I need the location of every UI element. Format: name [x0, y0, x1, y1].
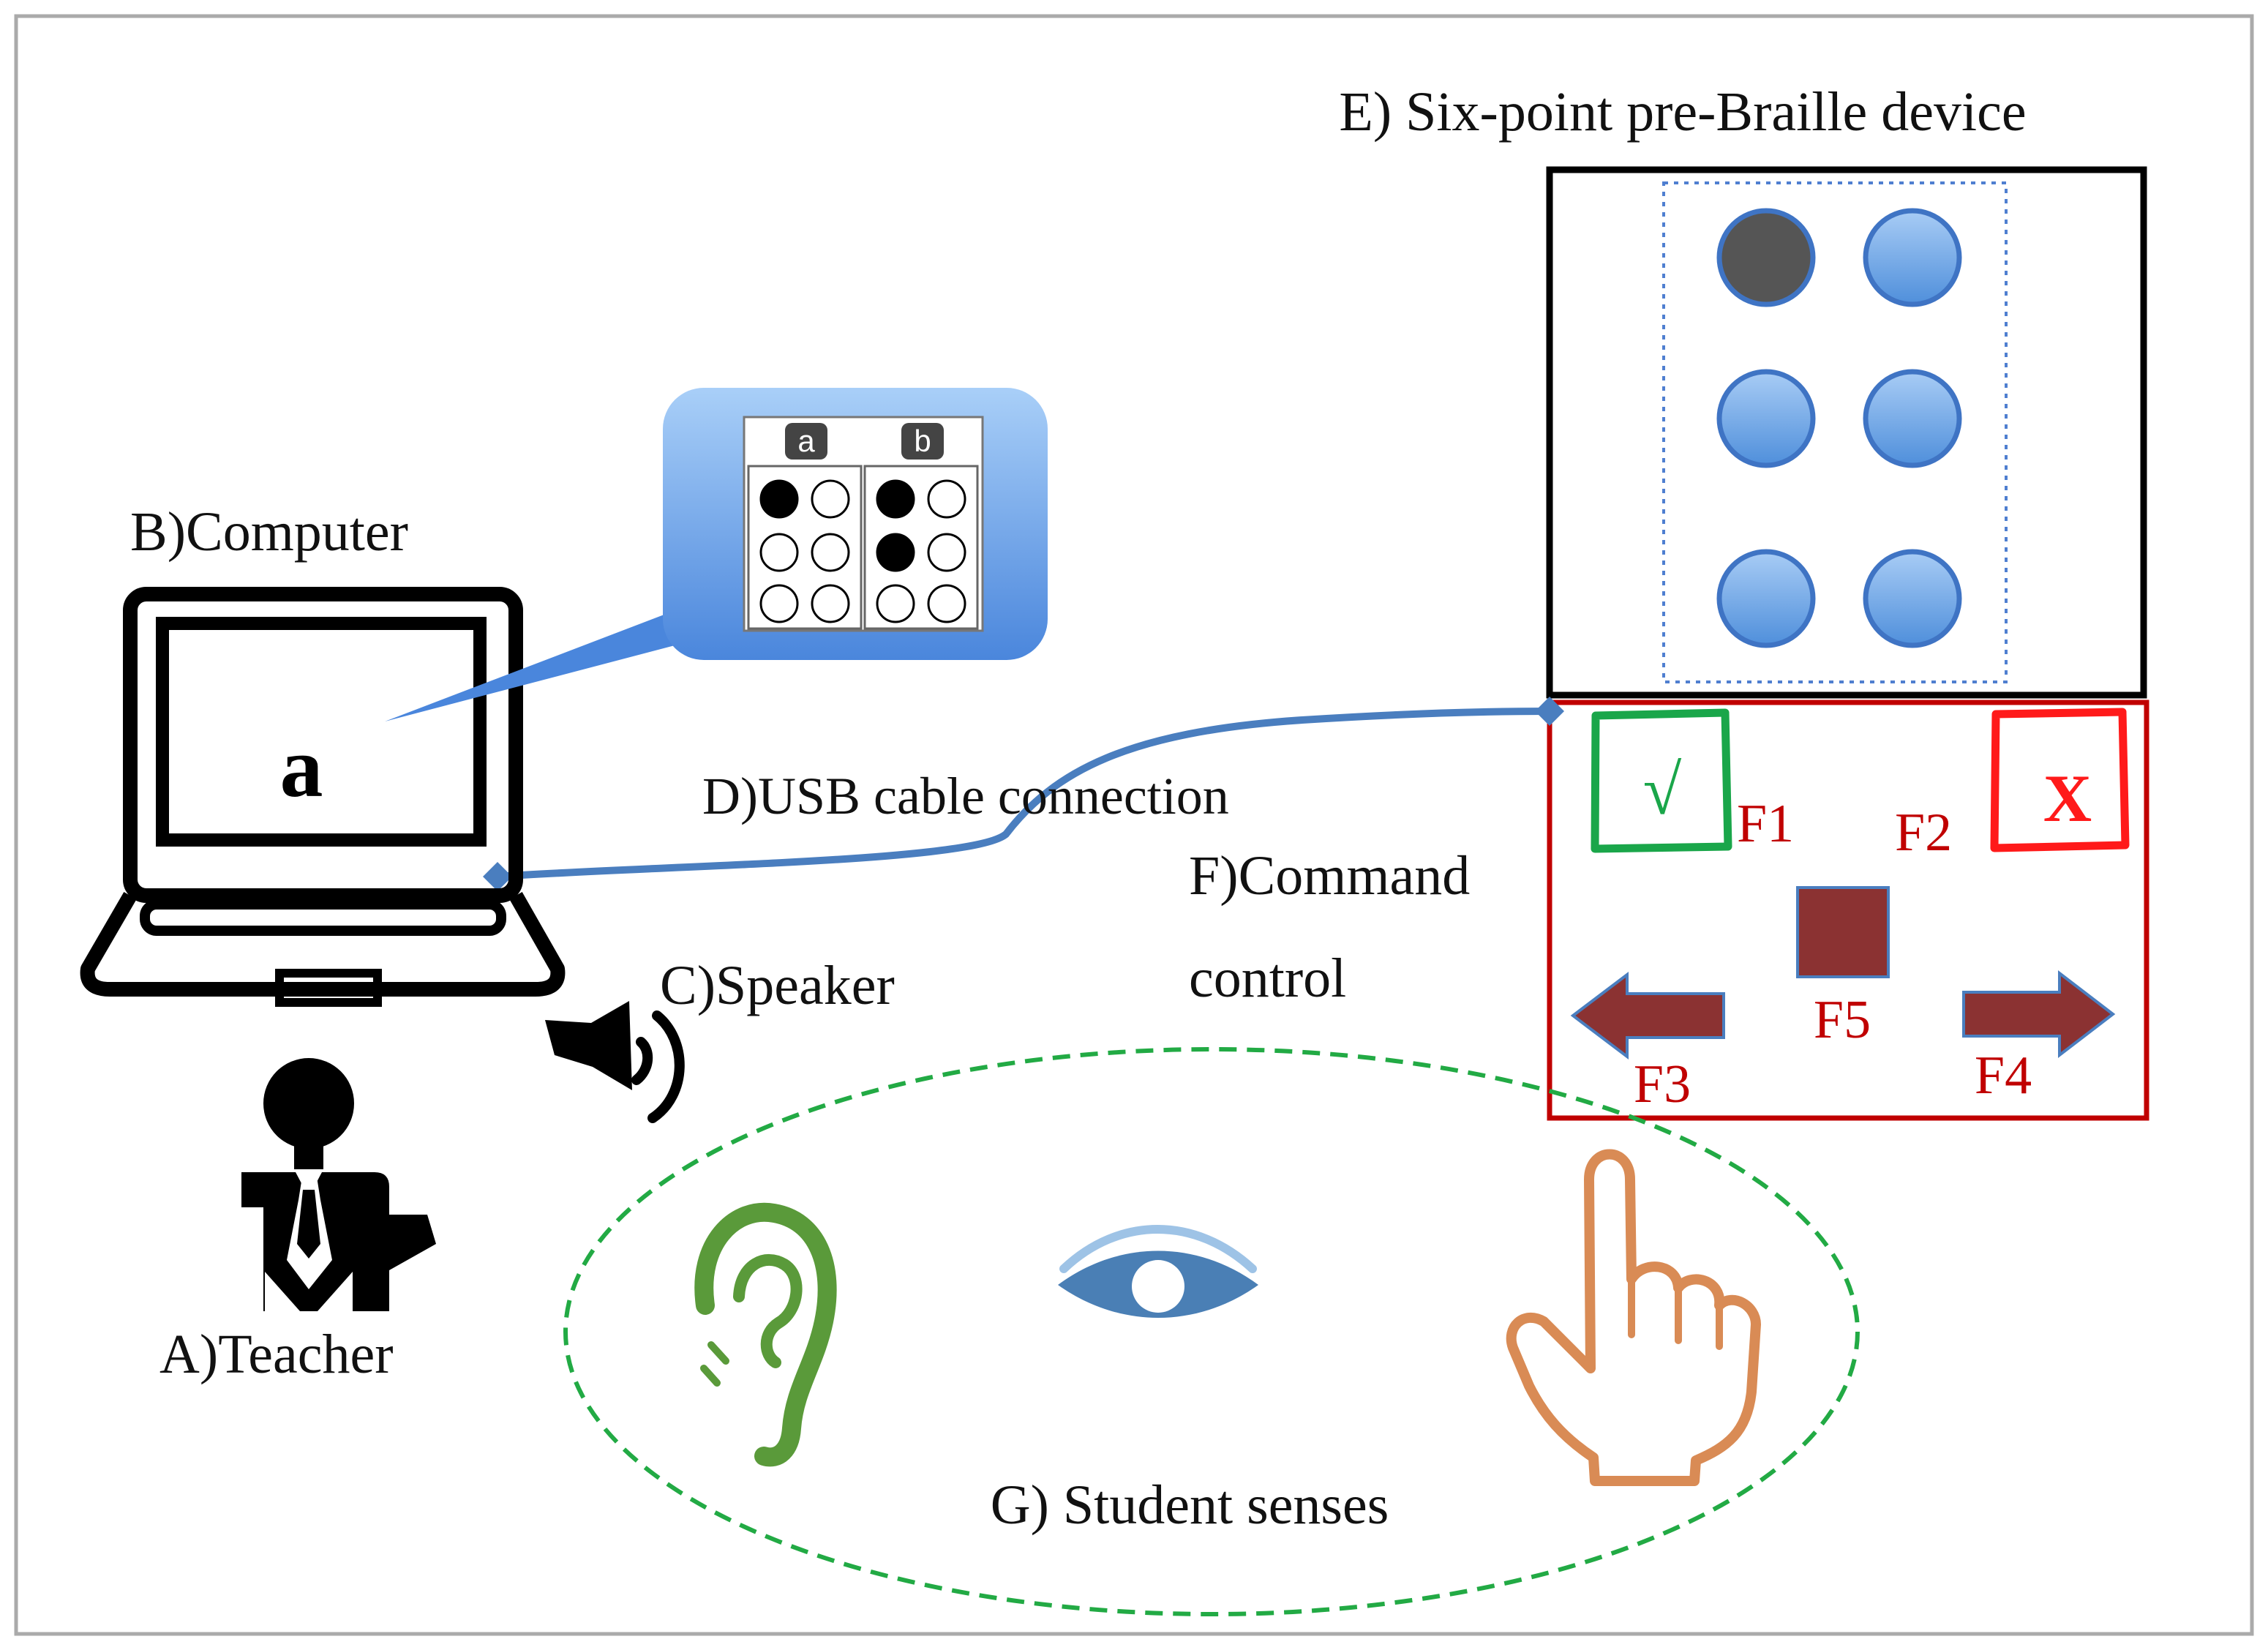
command-label-line2: control	[1189, 948, 1346, 1009]
eye-icon	[1058, 1225, 1258, 1318]
teacher-label: A)Teacher	[159, 1324, 394, 1385]
bubble-braille-dot	[811, 584, 850, 623]
usb-endpoint-device	[1535, 697, 1564, 726]
braille-dot-6	[1863, 549, 1962, 648]
bubble-cell-letter: b	[914, 424, 931, 458]
f5-center-button[interactable]	[1796, 886, 1890, 978]
f1-label: F1	[1737, 794, 1794, 854]
bubble-cell-tab	[785, 423, 827, 460]
f2-cancel-button[interactable]: X	[1990, 708, 2130, 852]
bubble-cell-letter: a	[797, 424, 815, 458]
ok-box-icon	[1591, 708, 1732, 853]
braille-dot-5	[1716, 549, 1816, 648]
pointing-hand-icon	[1506, 1149, 1761, 1486]
computer-label: B)Computer	[130, 501, 408, 563]
speaker-label: C)Speaker	[660, 955, 895, 1016]
bubble-braille-dot	[876, 479, 915, 519]
usb-cable	[497, 708, 1550, 880]
senses-ellipse	[563, 1047, 1860, 1616]
f3-label: F3	[1634, 1054, 1691, 1114]
bubble-braille-dot	[876, 584, 915, 623]
bubble-braille-dot	[759, 584, 799, 623]
f5-label: F5	[1814, 990, 1871, 1050]
f4-label: F4	[1975, 1046, 2032, 1106]
usb-endpoint-computer	[483, 862, 512, 891]
braille-dot-3	[1716, 369, 1816, 468]
screen-letter: a	[280, 719, 323, 815]
ok-symbol: √	[1643, 751, 1682, 829]
bubble-braille-dot	[811, 479, 850, 519]
teacher-icon	[241, 1058, 436, 1311]
device-label: E) Six-point pre-Braille device	[1339, 81, 2026, 143]
cancel-symbol: X	[2043, 761, 2092, 836]
bubble-braille-dot	[927, 479, 966, 519]
f3-left-arrow-button[interactable]	[1570, 971, 1725, 1060]
f4-right-arrow-button[interactable]	[1962, 970, 2116, 1059]
bubble-braille-dot	[811, 533, 850, 572]
braille-dots	[1716, 208, 1962, 648]
bubble-braille-dot	[876, 533, 915, 572]
cancel-box-icon	[1990, 708, 2130, 852]
braille-dot-2	[1863, 208, 1962, 307]
command-label-line1: F)Command	[1189, 845, 1470, 907]
speaker-icon	[545, 1001, 685, 1123]
senses-label: G) Student senses	[991, 1474, 1389, 1536]
bubble-braille-dot	[927, 584, 966, 623]
usb-label: D)USB cable connection	[702, 767, 1229, 825]
f1-ok-button[interactable]: √	[1591, 708, 1732, 853]
f2-label: F2	[1895, 803, 1952, 863]
ear-icon	[694, 1202, 837, 1467]
bubble-cell-tab	[901, 423, 944, 460]
braille-dot-1	[1716, 208, 1816, 307]
bubble-braille-dot	[759, 533, 799, 572]
braille-dot-4	[1863, 369, 1962, 468]
laptop-icon	[80, 587, 566, 1007]
braille-device	[1546, 166, 2147, 699]
bubble-braille-dot	[927, 533, 966, 572]
bubble-braille-dot	[759, 479, 799, 519]
